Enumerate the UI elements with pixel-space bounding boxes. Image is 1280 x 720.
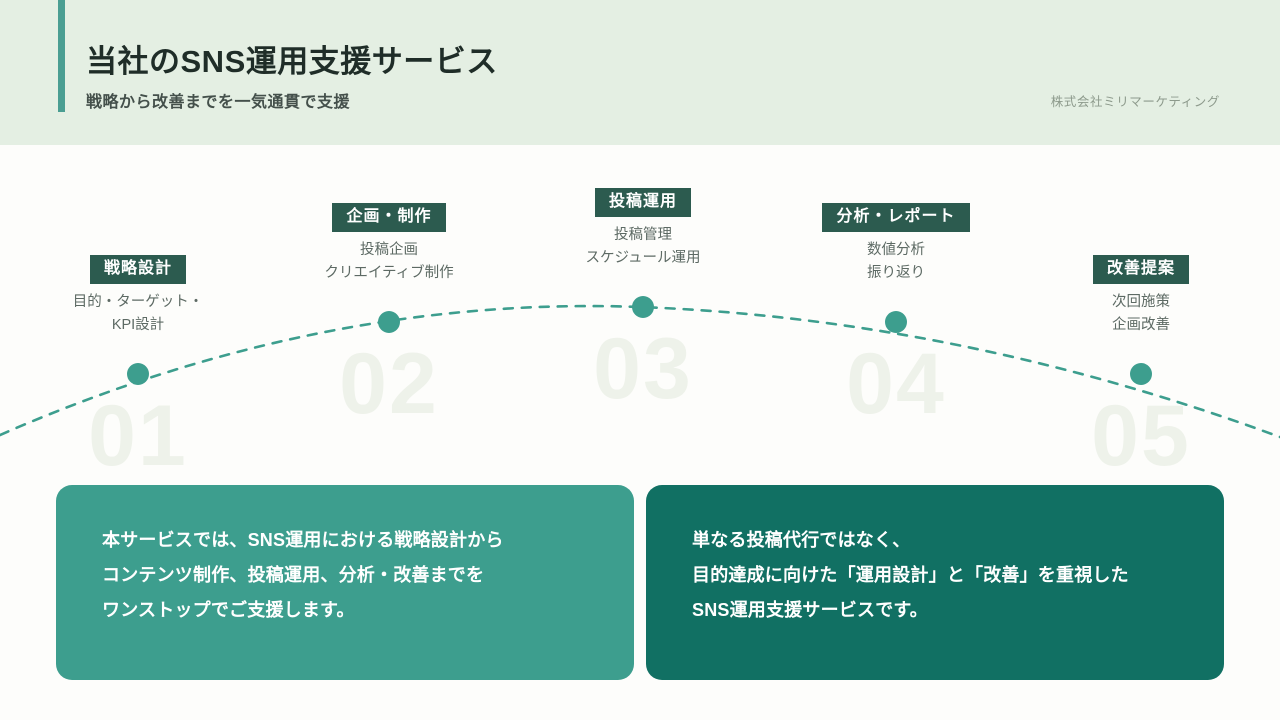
step-number: 01 xyxy=(88,388,188,484)
step-description: 投稿企画 クリエイティブ制作 xyxy=(324,242,454,281)
step-badge: 改善提案 xyxy=(1092,255,1189,285)
process-timeline: 01 02 03 04 05 戦略設計 目的・ターゲット・ KPI設計 企画・制… xyxy=(0,145,1280,480)
step-number: 04 xyxy=(846,336,946,432)
timeline-dot-icon xyxy=(632,296,654,318)
step-badge: 投稿運用 xyxy=(594,188,691,218)
step-description: 次回施策 企画改善 xyxy=(1112,294,1170,333)
step-badge: 分析・レポート xyxy=(822,203,970,233)
timeline-step[interactable]: 投稿運用 投稿管理 スケジュール運用 xyxy=(513,188,773,269)
summary-card-left-text: 本サービスでは、SNS運用における戦略設計から コンテンツ制作、投稿運用、分析・… xyxy=(102,530,504,621)
page-title: 当社のSNS運用支援サービス xyxy=(86,44,498,79)
step-badge: 企画・制作 xyxy=(332,203,446,233)
step-description: 投稿管理 スケジュール運用 xyxy=(585,227,701,266)
timeline-step[interactable]: 企画・制作 投稿企画 クリエイティブ制作 xyxy=(259,203,519,284)
header-band: 当社のSNS運用支援サービス 戦略から改善までを一気通貫で支援 株式会社ミリマー… xyxy=(0,0,1280,145)
summary-card-right: 単なる投稿代行ではなく、 目的達成に向けた「運用設計」と「改善」を重視した SN… xyxy=(646,485,1224,680)
summary-card-left: 本サービスでは、SNS運用における戦略設計から コンテンツ制作、投稿運用、分析・… xyxy=(56,485,634,680)
timeline-dot-icon xyxy=(885,311,907,333)
step-number: 03 xyxy=(593,321,693,417)
timeline-dot-icon xyxy=(127,363,149,385)
step-badge: 戦略設計 xyxy=(89,255,186,285)
timeline-step[interactable]: 戦略設計 目的・ターゲット・ KPI設計 xyxy=(8,255,268,336)
step-description: 数値分析 振り返り xyxy=(867,242,925,281)
step-number: 02 xyxy=(339,336,439,432)
page-subtitle: 戦略から改善までを一気通貫で支援 xyxy=(86,94,351,111)
step-description: 目的・ターゲット・ KPI設計 xyxy=(72,294,204,333)
timeline-step[interactable]: 改善提案 次回施策 企画改善 xyxy=(1011,255,1271,336)
company-name: 株式会社ミリマーケティング xyxy=(1050,95,1220,109)
summary-card-right-text: 単なる投稿代行ではなく、 目的達成に向けた「運用設計」と「改善」を重視した SN… xyxy=(692,530,1129,621)
timeline-dot-icon xyxy=(1130,363,1152,385)
timeline-dot-icon xyxy=(378,311,400,333)
timeline-step[interactable]: 分析・レポート 数値分析 振り返り xyxy=(766,203,1026,284)
header-accent-bar xyxy=(58,0,65,112)
step-number: 05 xyxy=(1091,388,1191,484)
